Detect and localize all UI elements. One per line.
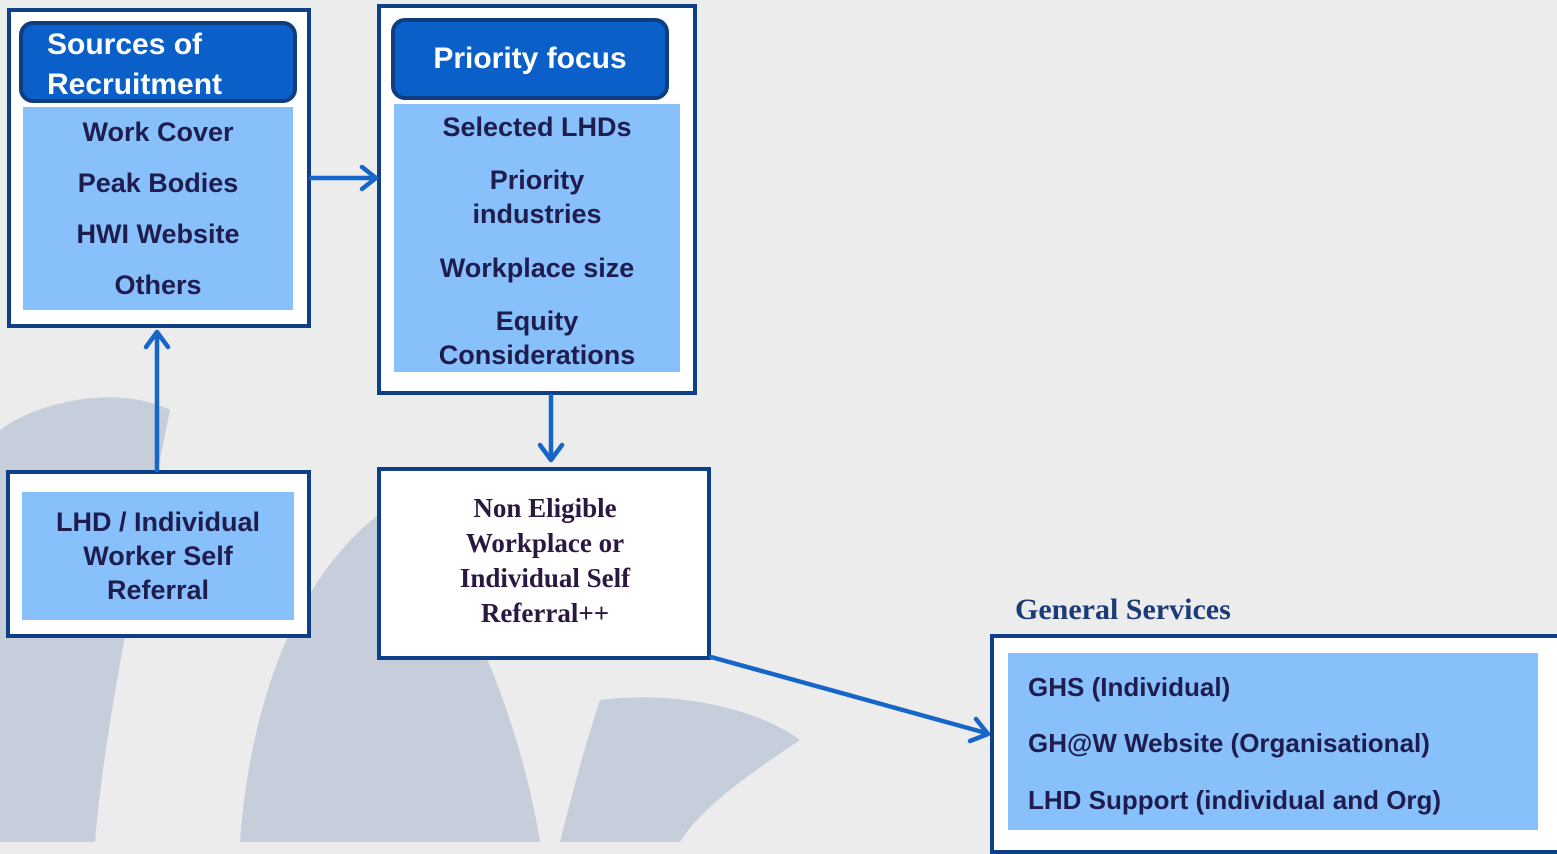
watermark-petal-right — [560, 697, 800, 842]
sources-title-text: Sources of Recruitment — [47, 28, 223, 101]
priority-item: Priority industries — [472, 165, 602, 230]
sources-item: HWI Website — [76, 218, 240, 249]
sources-panel: Work Cover Peak Bodies HWI Website Other… — [23, 107, 293, 310]
general-services-item: LHD Support (individual and Org) — [1028, 785, 1442, 815]
sources-item: Others — [114, 269, 202, 300]
sources-item: Work Cover — [82, 117, 234, 148]
priority-item: Selected LHDs — [442, 112, 632, 142]
general-services-title: General Services — [1015, 593, 1231, 626]
general-services-item: GH@W Website (Organisational) — [1028, 728, 1430, 758]
priority-item: Workplace size — [439, 252, 635, 283]
priority-title-text: Priority focus — [433, 42, 627, 75]
non-eligible-text: Non Eligible Workplace or Individual Sel… — [459, 493, 631, 628]
general-services-item: GHS (Individual) — [1028, 672, 1231, 702]
non-eligible-box — [377, 467, 711, 660]
priority-panel: Selected LHDs Priority industries Workpl… — [394, 104, 680, 372]
self-referral-text: LHD / Individual Worker Self Referral — [55, 507, 260, 605]
watermark-petal-center — [240, 500, 540, 842]
sources-title: Sources of Recruitment — [19, 21, 297, 103]
sources-item: Peak Bodies — [77, 168, 239, 199]
priority-item: Equity Considerations — [438, 305, 636, 370]
priority-title: Priority focus — [391, 18, 669, 100]
general-services-panel: GHS (Individual) GH@W Website (Organisat… — [1008, 653, 1538, 830]
self-referral-panel: LHD / Individual Worker Self Referral — [22, 492, 294, 620]
